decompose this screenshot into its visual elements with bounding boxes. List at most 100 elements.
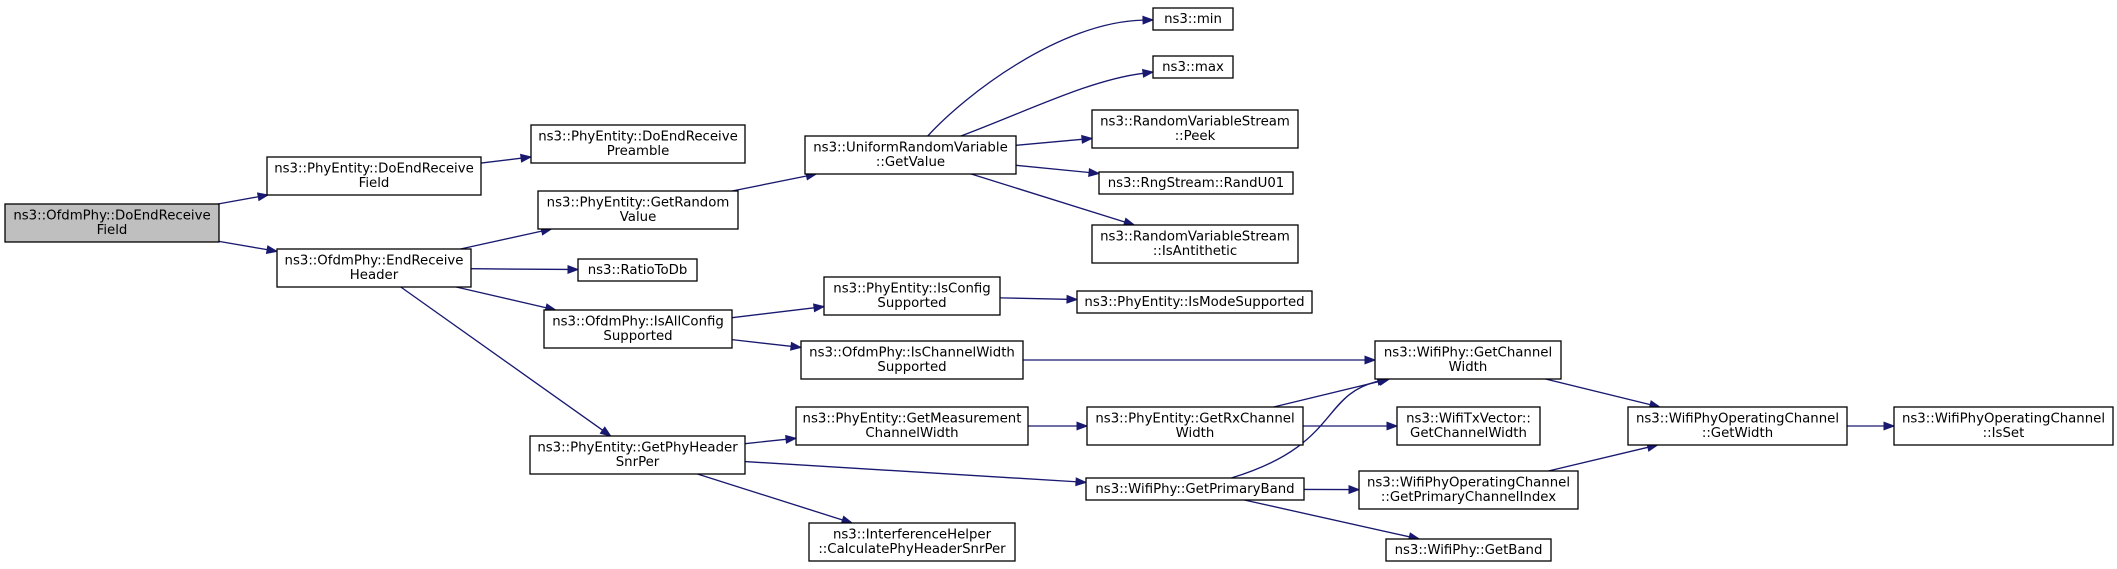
node-pe_ismodesupported[interactable]: ns3::PhyEntity::IsModeSupported: [1076, 290, 1313, 314]
node-label: ns3::RatioToDb: [588, 263, 688, 278]
edge-pe_getphyheadersnrper-to-ih_calculatephyheadersnrper: [697, 473, 854, 525]
edge-pe_getrandomvalue-to-urv_getvalue: [732, 171, 818, 192]
node-box: [1098, 171, 1294, 195]
node-label: ns3::OfdmPhy::IsAllConfig: [552, 315, 724, 330]
edge-pe_getphyheadersnrper-to-pe_getmeasurementchannelwidth: [744, 434, 798, 445]
node-box: [1086, 406, 1304, 446]
edge-ofdm_ischannelwidthsupported-to-wp_getchannelwidth: [1023, 355, 1377, 365]
node-wpoc_getprimarychannelindex[interactable]: ns3::WifiPhyOperatingChannel::GetPrimary…: [1358, 470, 1579, 510]
node-box: [1091, 224, 1299, 264]
node-wp_getband[interactable]: ns3::WifiPhy::GetBand: [1385, 538, 1552, 562]
node-label: ChannelWidth: [865, 426, 958, 441]
arrowhead-icon: [256, 192, 270, 202]
node-label: ns3::WifiPhyOperatingChannel: [1902, 412, 2105, 427]
edge-line: [1231, 380, 1379, 479]
arrowhead-icon: [1142, 68, 1155, 78]
node-label: ::IsAntithetic: [1153, 244, 1237, 259]
edge-ofdm_endreceiveheader-to-ratiotodb: [470, 264, 580, 274]
edge-wpoc_getwidth-to-wpoc_isset: [1847, 421, 1896, 431]
node-box: [1627, 406, 1848, 446]
edge-line: [1244, 499, 1410, 538]
node-label: GetChannelWidth: [1410, 426, 1527, 441]
node-label: ns3::RandomVariableStream: [1100, 230, 1290, 245]
node-label: ::GetWidth: [1702, 426, 1773, 441]
arrowhead-icon: [790, 341, 803, 351]
node-min[interactable]: ns3::min: [1152, 7, 1234, 31]
arrowhead-icon: [1142, 15, 1155, 25]
node-label: Supported: [877, 360, 946, 375]
node-box: [577, 258, 698, 282]
edge-pe_getphyheadersnrper-to-wp_getprimaryband: [744, 460, 1088, 487]
node-box: [800, 340, 1024, 380]
node-box: [808, 522, 1016, 562]
node-wp_getchannelwidth[interactable]: ns3::WifiPhy::GetChannelWidth: [1374, 340, 1562, 380]
edge-line: [218, 240, 268, 251]
arrowhead-icon: [1088, 167, 1101, 177]
node-box: [1396, 406, 1541, 446]
arrowhead-icon: [1883, 421, 1896, 431]
edge-line: [744, 460, 1077, 483]
edge-pe_getrxchannelwidth-to-wp_getchannelwidth: [1273, 377, 1391, 408]
nodes-layer: ns3::OfdmPhy::DoEndReceiveFieldns3::PhyE…: [4, 7, 2114, 562]
node-box: [823, 276, 1001, 316]
node-urv_getvalue[interactable]: ns3::UniformRandomVariable::GetValue: [804, 135, 1017, 175]
edge-line: [470, 268, 569, 271]
node-label: ::GetValue: [876, 155, 945, 170]
node-wpoc_isset[interactable]: ns3::WifiPhyOperatingChannel::IsSet: [1893, 406, 2114, 446]
node-box: [276, 248, 472, 288]
node-label: ns3::WifiPhy::GetPrimaryBand: [1095, 482, 1294, 497]
node-wtx_getchannelwidth[interactable]: ns3::WifiTxVector::GetChannelWidth: [1396, 406, 1541, 446]
edge-urv_getvalue-to-min: [927, 15, 1155, 137]
edge-line: [731, 338, 792, 347]
edge-ofdm_endreceiveheader-to-pe_getphyheadersnrper: [400, 286, 612, 437]
node-label: ns3::WifiPhyOperatingChannel: [1636, 412, 1839, 427]
node-rngstream_randu01[interactable]: ns3::RngStream::RandU01: [1098, 171, 1294, 195]
node-label: SnrPer: [616, 455, 660, 470]
arrowhead-icon: [1076, 421, 1089, 431]
node-label: ns3::PhyEntity::GetPhyHeader: [537, 441, 738, 456]
node-max[interactable]: ns3::max: [1152, 55, 1234, 79]
arrowhead-icon: [567, 264, 580, 274]
node-box: [537, 190, 739, 230]
edge-ofdm_isallconfigsupported-to-ofdm_ischannelwidthsupported: [731, 338, 803, 351]
edges-layer: [217, 15, 1896, 542]
node-ratiotodb[interactable]: ns3::RatioToDb: [577, 258, 698, 282]
node-label: ns3::OfdmPhy::DoEndReceive: [13, 209, 210, 224]
node-ih_calculatephyheadersnrper[interactable]: ns3::InterferenceHelper::CalculatePhyHea…: [808, 522, 1016, 562]
node-label: ns3::PhyEntity::GetMeasurement: [803, 412, 1022, 427]
node-box: [266, 156, 482, 196]
edge-pe_isconfigsupported-to-pe_ismodesupported: [999, 294, 1079, 304]
edge-line: [999, 297, 1068, 300]
node-rvs_isantithetic[interactable]: ns3::RandomVariableStream::IsAntithetic: [1091, 224, 1299, 264]
node-wpoc_getwidth[interactable]: ns3::WifiPhyOperatingChannel::GetWidth: [1627, 406, 1848, 446]
node-label: ns3::OfdmPhy::IsChannelWidth: [809, 346, 1015, 361]
node-box: [543, 309, 733, 349]
node-label: Supported: [877, 296, 946, 311]
edge-root-to-ofdm_endreceiveheader: [218, 240, 279, 255]
edge-line: [400, 286, 603, 431]
arrowhead-icon: [1386, 421, 1399, 431]
node-box: [1076, 290, 1313, 314]
node-box: [804, 135, 1017, 175]
node-label: ns3::WifiPhy::GetChannel: [1384, 346, 1552, 361]
node-label: ns3::WifiTxVector::: [1406, 412, 1531, 427]
node-wp_getprimaryband[interactable]: ns3::WifiPhy::GetPrimaryBand: [1085, 477, 1305, 501]
edge-urv_getvalue-to-max: [960, 68, 1155, 137]
node-box: [1085, 477, 1305, 501]
node-label: ns3::PhyEntity::DoEndReceive: [538, 130, 738, 145]
node-label: Preamble: [607, 144, 670, 159]
node-rvs_peek[interactable]: ns3::RandomVariableStream::Peek: [1091, 109, 1299, 149]
node-pe_getmeasurementchannelwidth[interactable]: ns3::PhyEntity::GetMeasurementChannelWid…: [795, 406, 1029, 446]
edge-line: [731, 307, 815, 319]
